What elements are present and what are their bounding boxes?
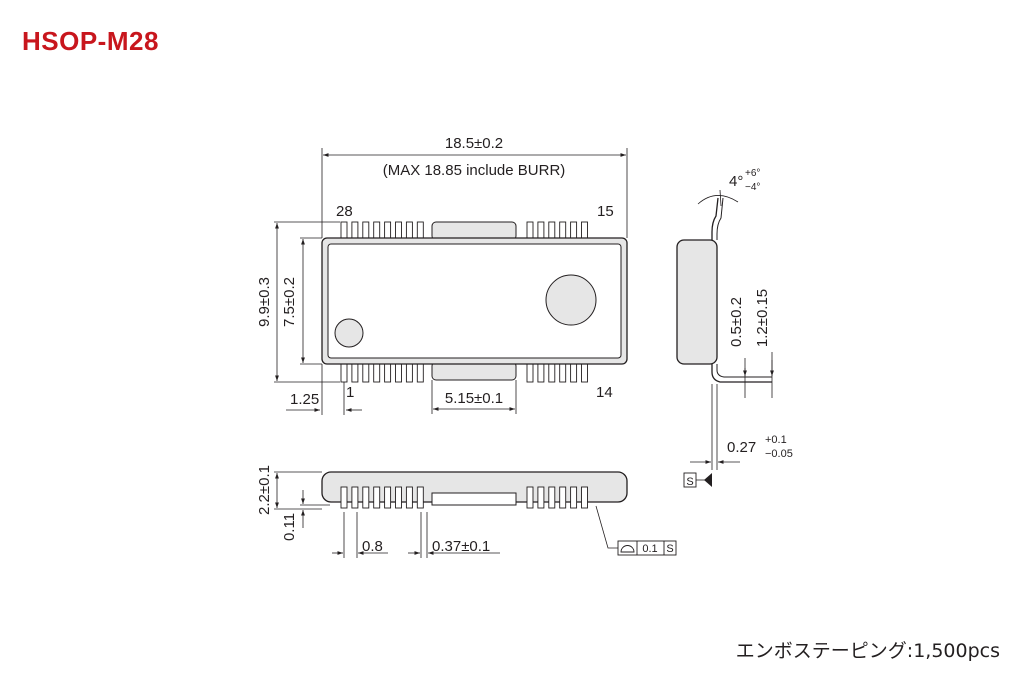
lead-width-dimension: 0.37±0.1 [432,538,490,555]
pin-14-label: 14 [596,384,613,401]
angle-minus: −4° [745,182,760,193]
pin-15-label: 15 [597,203,614,220]
lead-front [373,486,381,509]
lead-top [537,221,545,240]
lead-top [351,221,359,240]
pin-1-label: 1 [346,384,354,401]
thickness-plus: +0.1 [765,434,787,446]
side-body [676,239,718,365]
side-lead-bottom [711,364,772,383]
lead-front [384,486,392,509]
pin-28-label: 28 [336,203,353,220]
lead-front [537,486,545,509]
lead-top [395,221,402,240]
heatsink-tab-top [431,221,517,241]
outer-height-dimension: 9.9±0.3 [256,277,273,327]
front-heatsink [431,492,517,506]
heatsink-tab-bottom [431,361,517,381]
lead-top [373,221,381,240]
lead-top [416,221,424,240]
datum-label: S [686,476,693,488]
top-view [274,148,628,415]
lead-front [395,486,402,509]
lead-front [570,486,578,509]
lead-front [351,486,359,509]
lead-top [570,221,578,240]
lead-dimension: 0.5±0.2 [728,297,745,347]
thickness-minus: −0.05 [765,448,793,460]
lead-top [559,221,567,240]
lead-front [416,486,424,509]
lead-front [526,486,534,509]
lead-bottom [340,363,348,383]
lead-front [340,486,348,509]
lead-bottom [362,363,370,383]
lead-top [548,221,556,240]
lead-bottom [526,363,534,383]
width-dimension: 18.5±0.2 [445,135,503,152]
angle-plus: +6° [745,168,760,179]
ejector-pin-mark [545,274,597,326]
lead-front [548,486,556,509]
lead-front [559,486,567,509]
width-note: (MAX 18.85 include BURR) [383,162,566,179]
body-height-dimension: 7.5±0.2 [281,277,298,327]
package-title: HSOP-M28 [22,26,159,56]
lead-bottom [537,363,545,383]
pin1-index-mark [334,318,364,348]
front-view-leads [340,486,588,509]
lead-top [384,221,392,240]
taping-info: エンボステーピング:1,500pcs [735,640,1000,662]
lead-bottom [373,363,381,383]
flatness-datum: S [666,543,673,555]
lead-bottom [548,363,556,383]
lead-top [526,221,534,240]
standoff-dimension: 0.11 [281,513,298,541]
lead-bottom [351,363,359,383]
pitch-dimension: 0.8 [362,538,383,555]
lead-top [581,221,588,240]
foot-dimension: 1.2±0.15 [754,289,771,347]
lead-bottom [559,363,567,383]
side-lead-top [711,197,719,240]
lead-front [581,486,588,509]
front-height-dimension: 2.2±0.1 [256,465,273,515]
front-view [274,471,677,558]
lead-front [405,486,413,509]
lead-bottom [405,363,413,383]
tab-width-dimension: 5.15±0.1 [445,390,503,407]
lead-bottom [581,363,588,383]
lead-bottom [384,363,392,383]
thickness-base: 0.27 [727,439,756,456]
lead-bottom [570,363,578,383]
lead-top [340,221,348,240]
flatness-frame [617,540,677,556]
flatness-value: 0.1 [642,543,657,555]
lead-front [362,486,370,509]
flatness-symbol-icon [620,545,635,553]
lead-bottom [395,363,402,383]
lead-top [405,221,413,240]
lead-bottom [416,363,424,383]
side-view [676,189,774,488]
package-body-inner [327,243,622,359]
angle-base: 4° [729,173,743,190]
lead-offset-dimension: 1.25 [290,391,319,408]
lead-top [362,221,370,240]
